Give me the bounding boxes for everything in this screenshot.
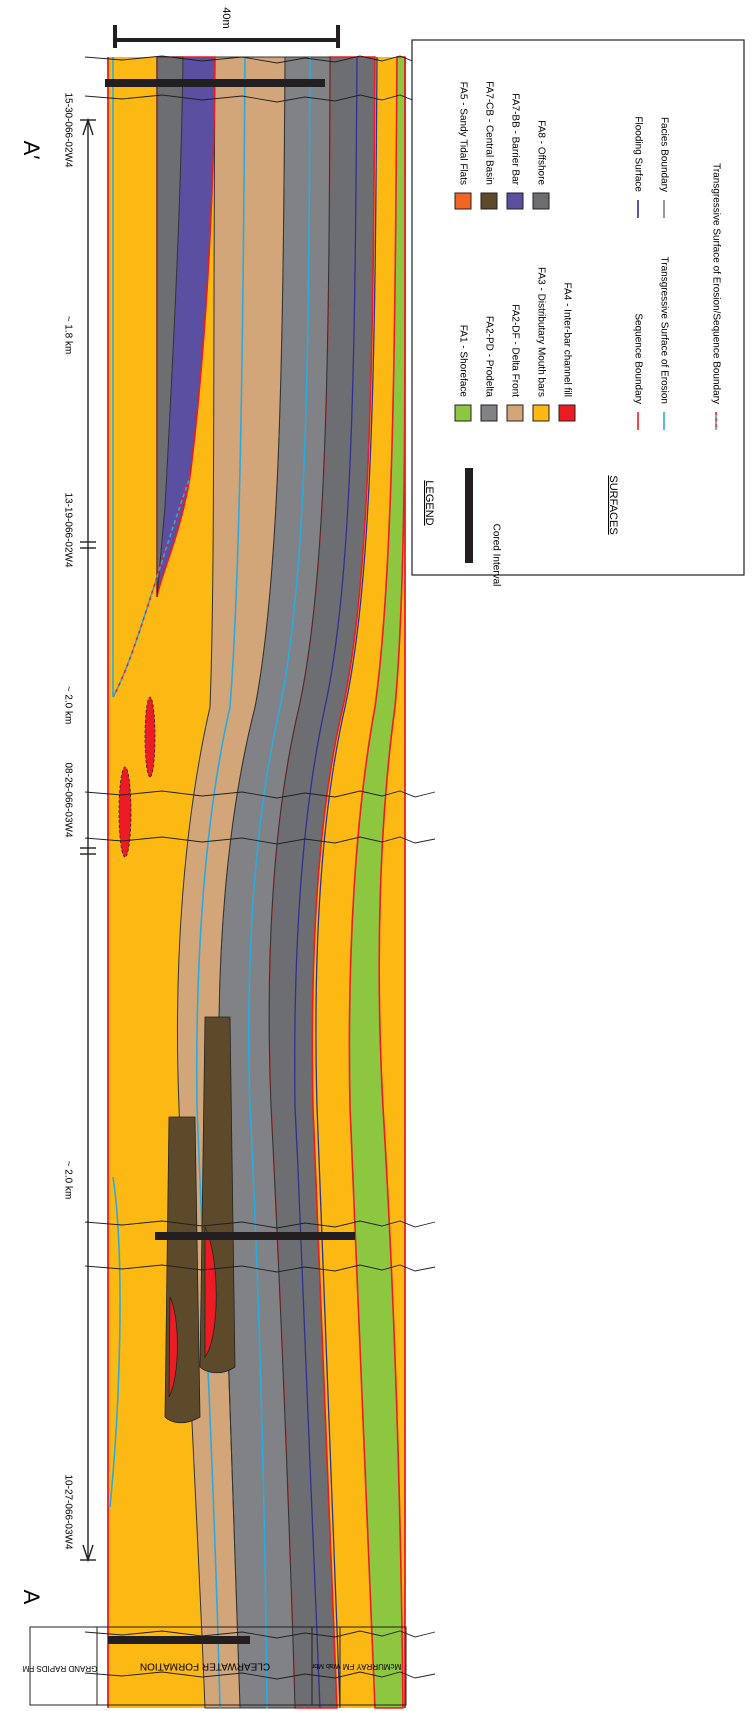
legend-swatch [532,192,550,210]
fa4-channel-fill [204,1226,217,1359]
tse-line [247,56,311,1709]
legend-facies-label: FA7-CB - Central Basin [483,81,494,185]
legend-swatch [480,404,498,422]
legend-swatch [454,404,472,422]
formation-grand-rapids: GRAND RAPIDS FM [22,1664,97,1673]
legend-facies-label: FA8 - Offshore [535,120,546,185]
formation-wab-mbr: Wab Mbr [311,1662,340,1669]
legend-facies-label: FA5 - Sandy Tidal Flats [457,82,468,185]
well-label-1: 10-27-066-03W4 [62,1474,73,1549]
cored-interval-bar [155,1232,355,1240]
fa8-offshore-wedge [156,56,184,598]
tse-line [109,57,121,1508]
well-log-traces [84,55,436,1680]
legend-surface-label: Flooding Surface [632,116,643,192]
scale-bar: 40m [113,7,340,48]
legend-surfaces-title: SURFACES [607,475,619,534]
fa4-channel-fill-dashed [118,766,132,858]
legend-title: LEGEND [423,480,435,525]
legend-facies-label: FA3 - Distributary Mouth bars [535,267,546,397]
section-end-a: A [19,1590,44,1605]
legend-facies-label: FA1 - Shoreface [457,325,468,398]
distance-label-2: ~ 2.0 km [62,686,73,725]
cored-interval-bar [108,1636,250,1644]
formation-mcmurray: McMURRAY FM [342,1662,401,1671]
legend-swatch [480,192,498,210]
legend-frame [411,39,745,576]
section-annotations: A A′ 10-27-066-03W4 08-26-066-03W4 13-19… [19,92,96,1605]
legend: LEGEND Cored Interval FA1 - Shoreface FA2… [411,39,745,587]
formation-clearwater: CLEARWATER FORMATION [140,1660,270,1671]
formation-column: GRAND RAPIDS FM CLEARWATER FORMATION Wab… [22,1626,407,1706]
legend-surface-label: Transgressive Surface of Erosion/Sequenc… [710,163,721,404]
cored-interval-bar [105,79,325,87]
legend-swatch [506,192,524,210]
fa1-shoreface-layer [348,56,406,1709]
legend-facies-label: FA4 - Inter-bar channel fill [561,283,572,398]
well-label-3: 13-19-066-02W4 [62,492,73,567]
legend-facies-list: FA1 - Shoreface FA2-PD - Prodelta FA2-DF -… [454,81,576,422]
cross-section [84,55,436,1709]
legend-cored-interval-bar [465,468,473,563]
legend-surface-label: Transgressive Surface of Erosion [658,257,669,404]
scale-bar-label: 40m [220,7,232,28]
well-label-4: 15-30-066-02W4 [62,92,73,167]
fa4-channel-fill-dashed [144,696,156,778]
section-end-a-prime: A′ [19,141,44,160]
legend-surface-label: Sequence Boundary [632,313,643,404]
legend-facies-label: FA2-DF - Delta Front [509,304,520,397]
legend-swatch [558,404,576,422]
distance-label-1: ~ 2.0 km [62,1161,73,1200]
well-label-2: 08-26-066-03W4 [62,762,73,837]
tse-sb-dashed-line [112,476,191,698]
fa4-channel-fill [168,1296,178,1398]
legend-swatch [532,404,550,422]
tse-line [195,56,246,1709]
legend-facies-label: FA2-PD - Prodelta [483,316,494,398]
legend-facies-label: FA7-BB - Barrier Bar [509,93,520,185]
legend-swatch [506,404,524,422]
flooding-surface-line [315,56,378,1709]
legend-surface-label: Facies Boundary [658,117,669,192]
distance-label-3: ~ 1.8 km [62,316,73,355]
legend-swatch [454,192,472,210]
legend-cored-interval-label: Cored Interval [490,524,501,587]
legend-surfaces-list: Sequence Boundary Transgressive Surface o… [632,116,721,430]
